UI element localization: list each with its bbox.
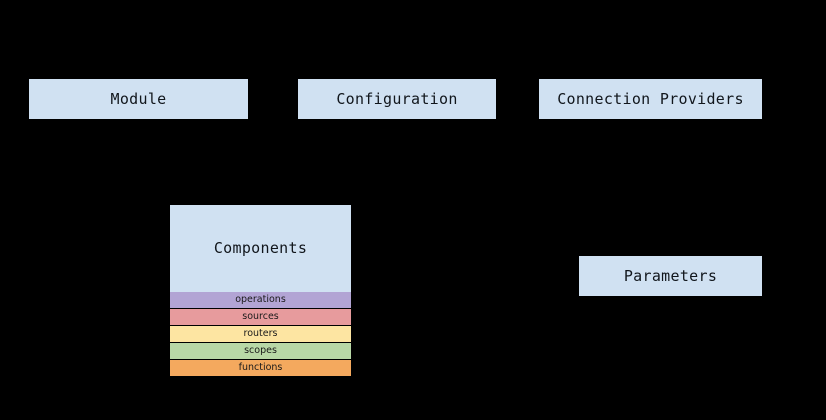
components-row-scopes-label: scopes	[244, 345, 277, 357]
node-parameters[interactable]: Parameters	[579, 256, 762, 296]
components-row-routers[interactable]: routers	[170, 326, 351, 343]
components-row-scopes[interactable]: scopes	[170, 343, 351, 360]
components-row-sources-label: sources	[242, 311, 279, 323]
node-connection-providers[interactable]: Connection Providers	[539, 79, 762, 119]
node-components[interactable]: Components operations sources routers sc…	[170, 205, 351, 376]
node-configuration-label: Configuration	[336, 89, 458, 108]
components-row-list: operations sources routers scopes functi…	[170, 292, 351, 376]
node-connection-providers-label: Connection Providers	[557, 89, 744, 108]
node-configuration[interactable]: Configuration	[298, 79, 496, 119]
components-row-functions[interactable]: functions	[170, 360, 351, 376]
node-components-header: Components	[170, 205, 351, 292]
components-row-sources[interactable]: sources	[170, 309, 351, 326]
components-row-functions-label: functions	[238, 362, 283, 374]
node-components-label: Components	[213, 239, 308, 257]
components-row-operations-label: operations	[235, 294, 286, 306]
node-module-label: Module	[110, 89, 167, 108]
components-row-routers-label: routers	[243, 328, 278, 340]
components-row-operations[interactable]: operations	[170, 292, 351, 309]
node-module[interactable]: Module	[29, 79, 248, 119]
node-parameters-label: Parameters	[623, 266, 718, 285]
